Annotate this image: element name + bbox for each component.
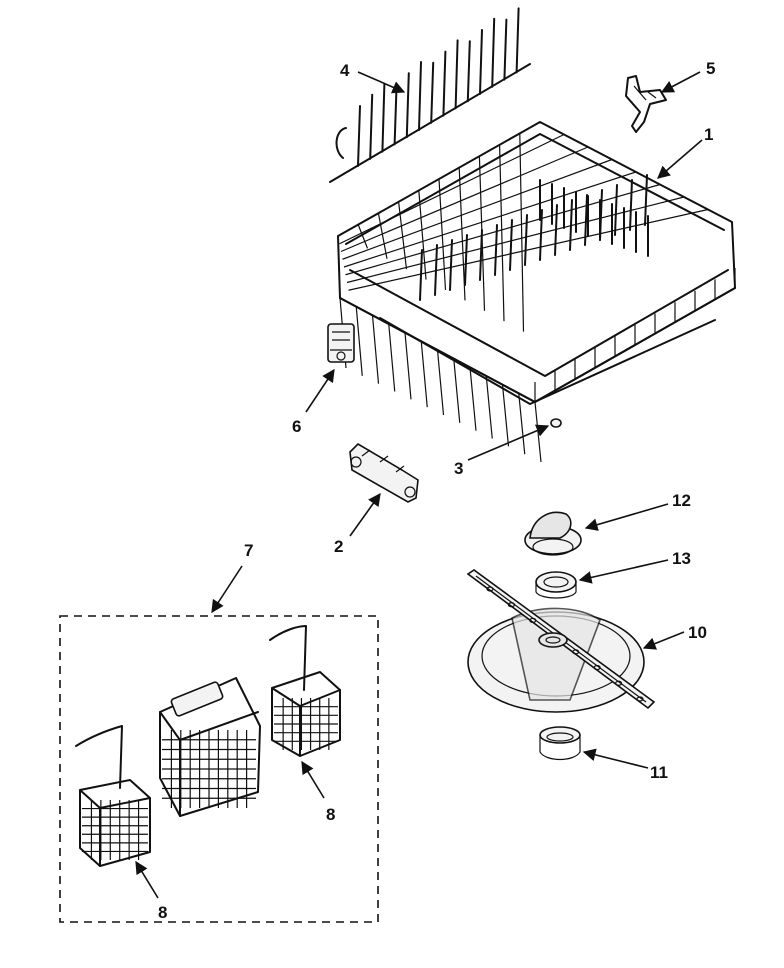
callout-8-left: 8 [158,903,167,922]
callout-8-right: 8 [326,805,335,824]
leader-lines [135,71,703,899]
basket-right-mesh [274,698,338,750]
basket-left-mesh [82,800,148,860]
callout-6: 6 [292,417,301,436]
spray-arm-part-10 [466,569,656,713]
nut-part-3 [550,418,562,428]
roller-part-6 [327,323,355,363]
lower-rack-part [337,121,736,463]
collar-part-11 [539,726,581,761]
tine-row-part [329,7,531,183]
callout-3: 3 [454,459,463,478]
callout-labels: 1 2 3 4 5 6 7 8 8 10 11 12 13 [158,59,715,922]
callout-10: 10 [688,623,707,642]
clip-part-5 [625,75,667,133]
wheel-carrier-part-2 [349,442,419,503]
basket-middle [159,677,261,817]
basket-left-part-8 [75,725,151,867]
basket-right-part-8 [269,625,341,757]
tine-lines [357,7,520,167]
rack-tines [419,174,649,301]
callout-4: 4 [340,61,350,80]
rack-grid [339,133,709,332]
basket-middle-mesh [162,730,256,808]
callout-7: 7 [244,541,253,560]
callout-13: 13 [672,549,691,568]
callout-11: 11 [650,763,668,782]
callout-5: 5 [706,59,715,78]
callout-1: 1 [704,125,713,144]
basket-group-box [59,615,379,923]
callout-2: 2 [334,537,343,556]
bearing-ring-part-13 [535,571,577,599]
hub-cap-part-12 [524,511,582,556]
callout-12: 12 [672,491,691,510]
